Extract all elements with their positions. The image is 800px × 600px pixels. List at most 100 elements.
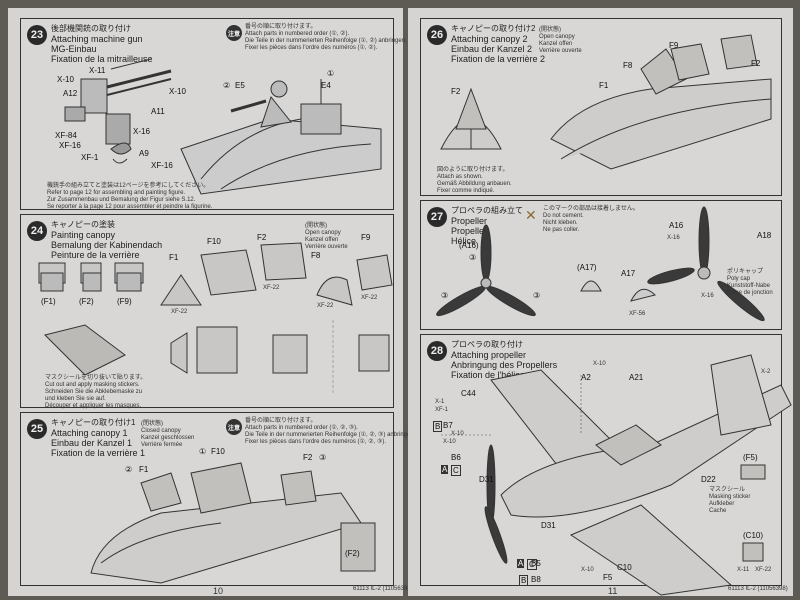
note-de: Die Teile in der nummerierten Reihenfolg… xyxy=(245,38,407,44)
open-canopy-jp: (開状態) xyxy=(305,223,327,229)
note-jp: 番号の順に取り付けます。 xyxy=(245,418,317,424)
closed-canopy-fr: Verrière fermée xyxy=(141,442,183,448)
no-glue-de: Nicht kleben. xyxy=(543,220,578,226)
closed-canopy-jp: (閉状態) xyxy=(141,421,163,427)
part-label: D31 xyxy=(479,475,494,484)
part-label: A17 xyxy=(621,269,636,278)
part-label: A12 xyxy=(63,89,78,98)
part-label: X-11 xyxy=(89,66,106,75)
paint-code: X-16 xyxy=(667,235,680,241)
attach-note-de: Gemäß Abbildung anbauen. xyxy=(437,181,512,187)
poly-cap-jp: ポリキャップ xyxy=(727,269,764,275)
attach-note-en: Attach as shown. xyxy=(437,174,483,180)
part-label: X-16 xyxy=(133,127,150,136)
step-28-drawing xyxy=(441,354,792,596)
attach-note-fr: Fixer comme indiqué. xyxy=(437,188,495,194)
part-label: F2 xyxy=(303,453,313,462)
poly-cap-en: Poly cap xyxy=(727,276,751,282)
part-label: A11 xyxy=(151,107,165,116)
order-marker: ③ xyxy=(441,291,449,300)
open-canopy-fr: Verrière ouverte xyxy=(305,244,348,250)
paint-code: XF-22 xyxy=(755,567,772,573)
page-number: 11 xyxy=(608,586,618,596)
part-label: F10 xyxy=(211,447,225,456)
no-glue-fr: Ne pas coller. xyxy=(543,227,580,233)
step-24-panel: 24 キャノピーの塗装 Painting canopy Bemalung der… xyxy=(20,214,394,409)
part-label: ① xyxy=(327,69,335,78)
no-glue-icon: ✕ xyxy=(525,207,537,223)
paint-code: XF-22 xyxy=(263,285,280,291)
paint-code: X-2 xyxy=(761,369,771,375)
step-number: 28 xyxy=(427,341,447,361)
step-27-drawing xyxy=(436,206,765,322)
step-title-de: Anbringung des Propellers xyxy=(451,360,558,370)
step-title-jp: キャノピーの塗装 xyxy=(51,220,115,229)
step-25-drawing xyxy=(90,462,376,584)
part-label: B6 xyxy=(451,453,461,462)
open-canopy-en: Open canopy xyxy=(539,34,575,40)
step-title-jp: キャノピーの取り付け2 xyxy=(451,24,536,33)
step-number: 25 xyxy=(27,419,47,439)
part-label: (F2) xyxy=(79,297,94,306)
part-label: A2 xyxy=(581,373,591,382)
step-28-panel: 28 プロペラの取り付け Attaching propeller Anbring… xyxy=(420,334,792,596)
paint-note-jp: 機銃手の組み立てと塗装は12ページを参考にしてください。 xyxy=(47,183,210,189)
part-label: B7 xyxy=(443,421,453,430)
step-26-panel: 26 キャノピーの取り付け2 Attaching canopy 2 Einbau… xyxy=(420,18,782,196)
part-tree-tag: B xyxy=(433,421,443,432)
step-title-jp: プロペラの取り付け xyxy=(451,340,523,349)
note-en: Attach parts in numbered order (①, ②, ③)… xyxy=(245,425,358,431)
mask-en: Masking sticker xyxy=(709,494,751,500)
part-label: A21 xyxy=(629,373,644,382)
part-label: C10 xyxy=(617,563,632,572)
part-label: XF-16 xyxy=(151,161,173,170)
part-label: ① xyxy=(199,447,207,456)
part-label: E5 xyxy=(235,81,245,90)
part-label: F8 xyxy=(623,61,633,70)
step-24-drawing xyxy=(38,242,393,395)
part-tree-tag: A xyxy=(517,559,525,568)
footer-code: 61113 IL-2 (11056398) xyxy=(728,586,788,592)
step-title-fr: Fixation de la verrière 1 xyxy=(51,448,146,458)
part-label: (F2) xyxy=(345,549,360,558)
paint-code: X-10 xyxy=(443,439,456,445)
part-label: (A17) xyxy=(577,263,597,272)
closed-canopy-de: Kanzel geschlossen xyxy=(141,435,195,441)
no-glue-jp: このマークの部品は接着しません。 xyxy=(543,206,639,212)
paint-code: XF-1 xyxy=(435,407,449,413)
mask-note-jp: マスクシールを切り抜いて貼ります。 xyxy=(45,375,147,381)
part-label: F5 xyxy=(603,573,613,582)
paint-note-fr: Se reporter à la page 12 pour assembler … xyxy=(47,204,213,210)
step-number: 26 xyxy=(427,25,447,45)
part-label: A16 xyxy=(669,221,684,230)
step-title-en: Propeller xyxy=(451,216,488,226)
part-label: F1 xyxy=(599,81,609,90)
paint-code: XF-22 xyxy=(317,303,334,309)
part-label: (F1) xyxy=(41,297,56,306)
step-23-drawing xyxy=(64,58,382,195)
step-title-en: Painting canopy xyxy=(51,230,116,240)
paint-code: X-11 xyxy=(737,567,750,573)
no-glue-en: Do not cement. xyxy=(543,213,584,219)
part-label: ② xyxy=(223,81,231,90)
paint-code: X-10 xyxy=(451,431,464,437)
mask-de: Aufkleber xyxy=(709,501,735,507)
mask-note-de-2: und kleben Sie sie auf. xyxy=(45,396,106,402)
part-label: X-10 xyxy=(57,75,74,84)
step-25-panel: 25 キャノピーの取り付け1 Attaching canopy 1 Einbau… xyxy=(20,412,415,586)
step-title-de: Bemalung der Kabinendach xyxy=(51,240,163,250)
part-label: F8 xyxy=(311,251,321,260)
part-label: XF-84 xyxy=(55,131,77,140)
part-label: F2 xyxy=(257,233,267,242)
part-label: F2 xyxy=(451,87,461,96)
step-26-drawing xyxy=(440,34,772,170)
part-label: A18 xyxy=(757,231,772,240)
part-label: F1 xyxy=(169,253,179,262)
footer-code: 61113 IL-2 (11056398) xyxy=(353,586,413,592)
step-title-en: Attaching canopy 2 xyxy=(451,34,528,44)
part-tree-tag: C xyxy=(527,559,537,570)
note-jp: 番号の順に取り付けます。 xyxy=(245,24,317,30)
part-label: (A16) xyxy=(459,241,479,250)
part-label: F9 xyxy=(669,41,679,50)
